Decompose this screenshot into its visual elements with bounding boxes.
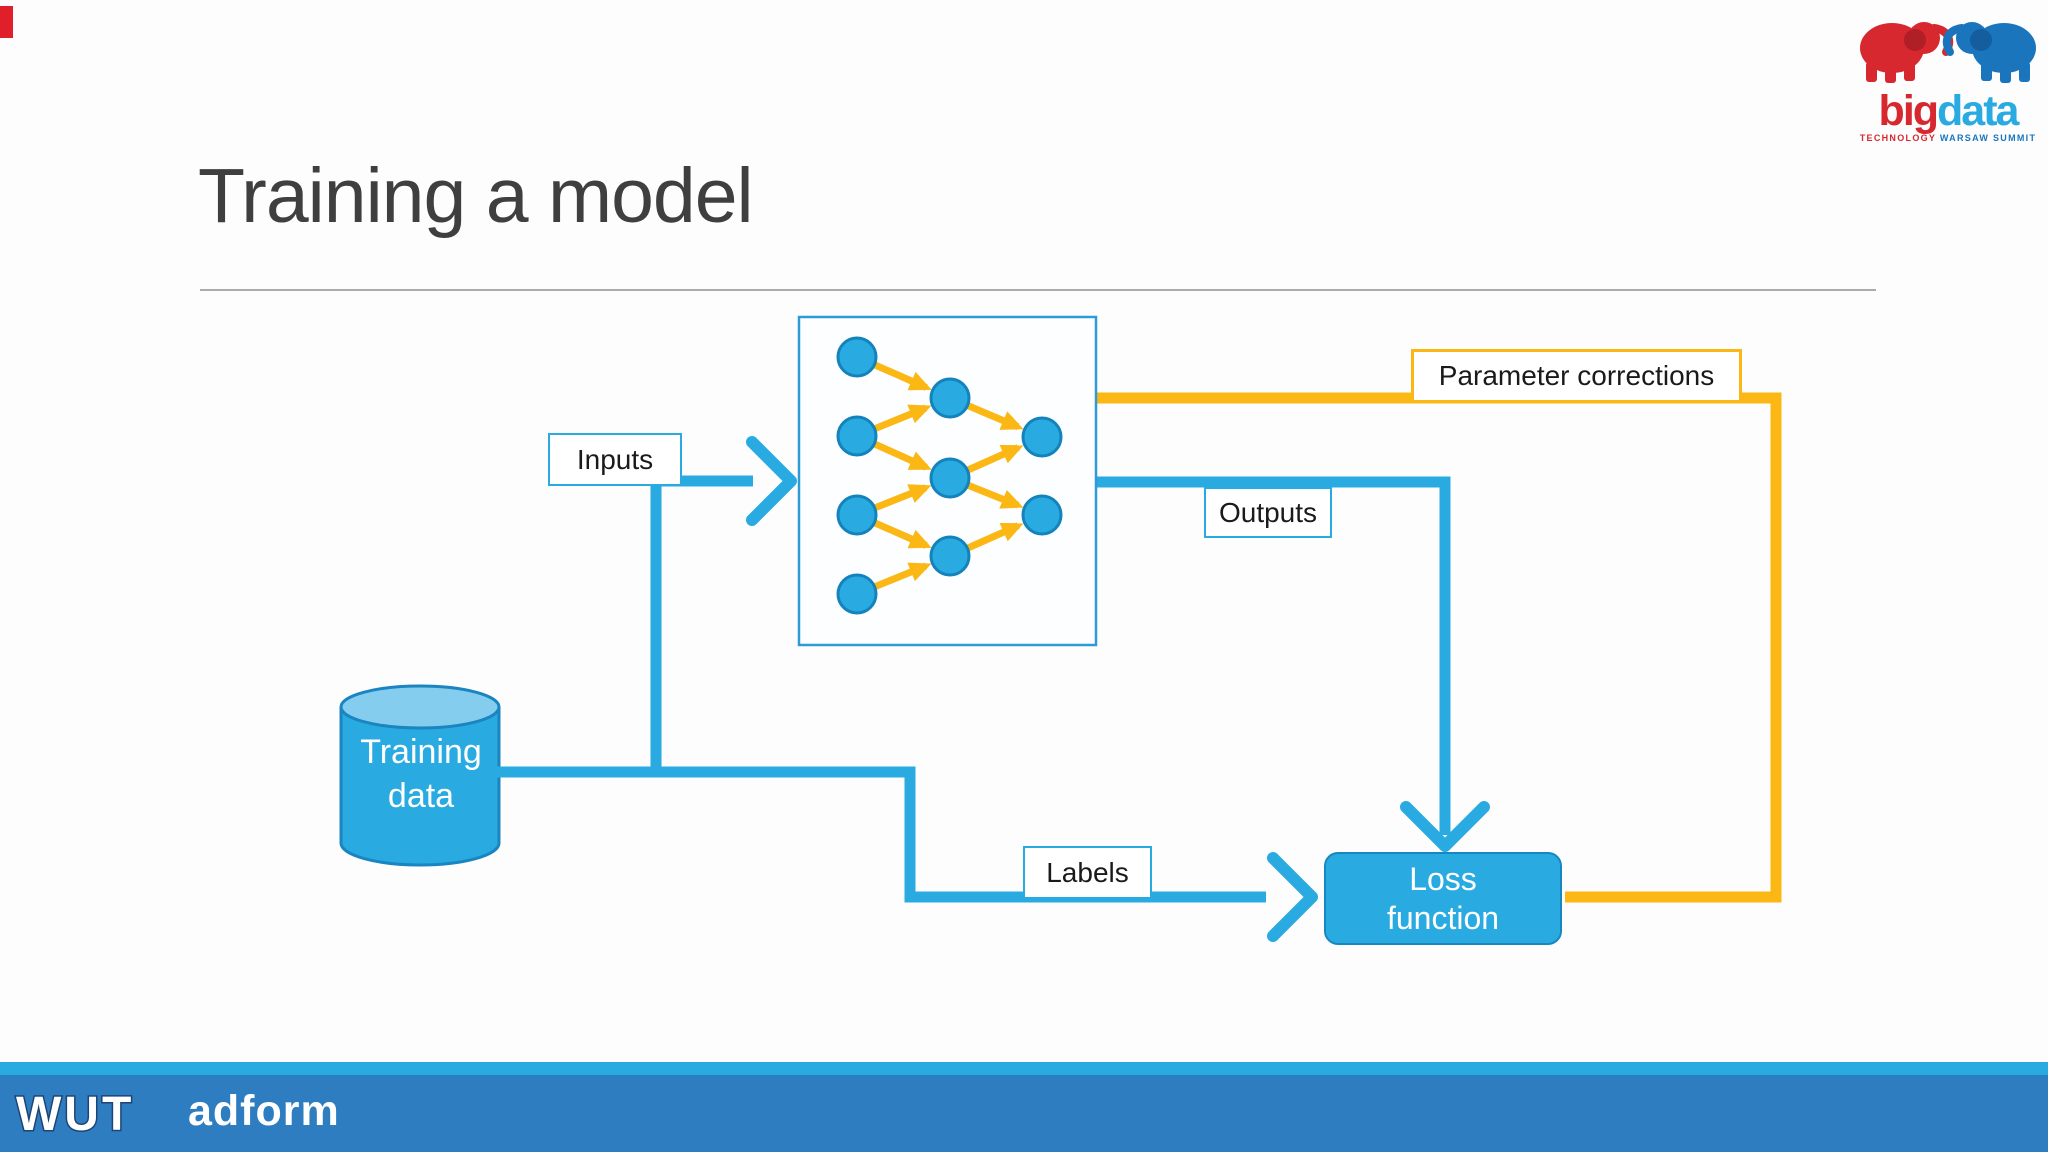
slide-progress-marker xyxy=(0,6,13,38)
network-node xyxy=(1021,494,1063,536)
network-node xyxy=(836,494,878,536)
training-data-line2: data xyxy=(387,777,455,815)
adform-logo: adform xyxy=(188,1087,340,1135)
bigdata-tagline: TECHNOLOGY WARSAW SUMMIT xyxy=(1852,133,2044,143)
inputs-label: Inputs xyxy=(576,443,654,475)
bigdata-word-big: big xyxy=(1878,87,1940,135)
network-nodes xyxy=(836,336,1063,615)
page-title: Training a model xyxy=(198,153,754,239)
parameter-corrections-line xyxy=(951,392,1782,903)
outputs-label-box: Outputs xyxy=(1204,487,1332,538)
outputs-label: Outputs xyxy=(1218,496,1318,528)
inputs-route-line xyxy=(650,475,753,772)
training-data-line1: Training xyxy=(360,733,482,771)
loss-function-line2: function xyxy=(1386,899,1500,936)
outputs-route-line xyxy=(1097,476,1451,835)
network-node xyxy=(929,377,971,419)
loss-function-line1: Loss xyxy=(1409,860,1477,897)
loss-function-node: Loss function xyxy=(1324,852,1562,945)
network-node xyxy=(836,415,878,457)
network-node xyxy=(1021,416,1063,458)
title-divider xyxy=(200,289,1876,291)
training-data-label: Training data xyxy=(340,730,502,818)
wut-logo-text: WUT xyxy=(16,1088,134,1141)
outputs-arrowhead xyxy=(1400,801,1490,852)
network-node xyxy=(929,535,971,577)
bigdata-summit-logo: bigdata TECHNOLOGY WARSAW SUMMIT xyxy=(1852,10,2044,143)
wut-logo: WUT xyxy=(15,1087,134,1143)
training-data-cylinder xyxy=(339,684,501,867)
elephants-icon xyxy=(1860,22,2036,83)
bigdata-word-data: data xyxy=(1937,87,2019,135)
inputs-arrowhead xyxy=(746,436,797,526)
labels-arrowhead xyxy=(1267,852,1318,942)
parameter-corrections-label: Parameter corrections xyxy=(1438,360,1715,391)
network-node xyxy=(836,336,878,378)
bigdata-wordmark: bigdata xyxy=(1852,90,2044,133)
parameter-corrections-label-box: Parameter corrections xyxy=(1411,349,1742,403)
network-node xyxy=(836,573,878,615)
labels-label: Labels xyxy=(1046,856,1129,888)
tagline-left: TECHNOLOGY xyxy=(1859,133,1937,143)
network-node xyxy=(929,457,971,499)
footer-bar xyxy=(0,1075,2048,1152)
footer-accent-stripe xyxy=(0,1062,2048,1075)
labels-label-box: Labels xyxy=(1023,846,1152,899)
tagline-right: WARSAW SUMMIT xyxy=(1939,133,2037,143)
inputs-label-box: Inputs xyxy=(548,433,682,486)
